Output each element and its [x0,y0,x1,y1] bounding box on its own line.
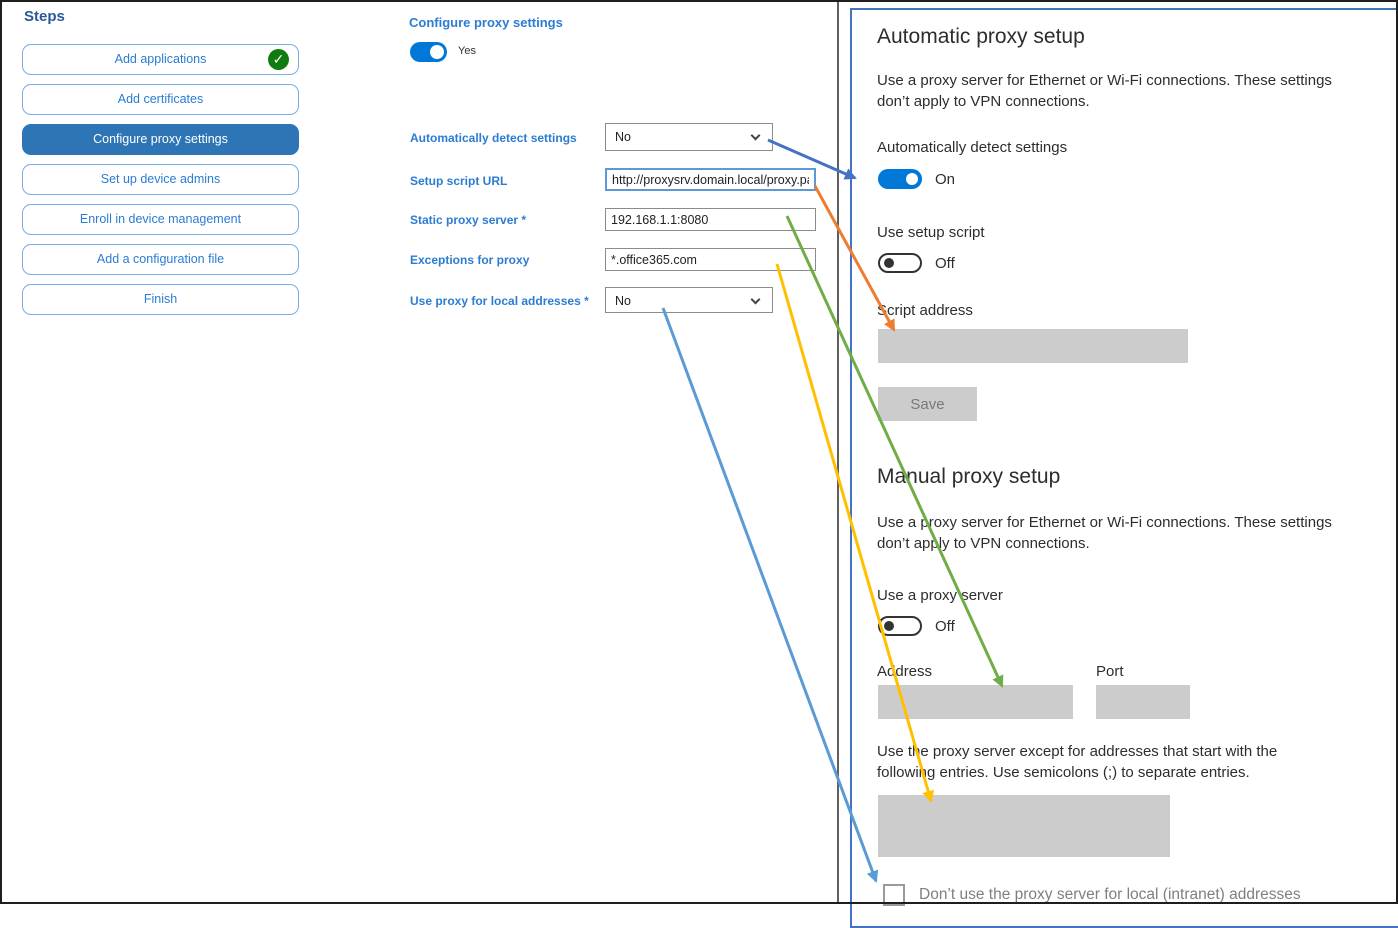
step-label: Add a configuration file [96,252,225,266]
setup-script-url-input[interactable] [605,168,816,191]
step-label: Add certificates [117,92,204,106]
field-label-setup-script-url: Setup script URL [410,174,508,188]
pane-divider [837,0,839,904]
toggle-knob [906,173,918,185]
chevron-down-icon [750,294,761,305]
steps-title: Steps [24,8,65,25]
toggle-knob [884,258,894,268]
step-button-set-up-device-admins[interactable]: Set up device admins [22,164,299,195]
auto-detect-settings-toggle[interactable] [878,169,922,189]
proxy-exceptions-textarea[interactable] [878,795,1170,857]
address-label: Address [877,663,933,680]
step-button-enroll-in-device-management[interactable]: Enroll in device management [22,204,299,235]
toggle-knob [430,45,444,59]
completed-check-icon: ✓ [268,49,289,70]
automatic-proxy-heading: Automatic proxy setup [877,25,1085,48]
field-label-static-proxy-server: Static proxy server * [410,213,527,227]
port-label: Port [1096,663,1124,680]
chevron-down-icon [750,130,761,141]
field-label-auto-detect: Automatically detect settings [410,131,577,145]
step-button-add-applications[interactable]: Add applications ✓ [22,44,299,75]
step-button-configure-proxy-settings[interactable]: Configure proxy settings [22,124,299,155]
static-proxy-server-input[interactable] [605,208,816,231]
manual-proxy-heading: Manual proxy setup [877,465,1061,488]
script-address-label: Script address [877,302,973,319]
step-label: Enroll in device management [79,212,242,226]
auto-detect-dropdown[interactable]: No [605,123,773,151]
step-label: Finish [143,292,178,306]
use-setup-script-toggle[interactable] [878,253,922,273]
use-proxy-server-label: Use a proxy server [877,587,1003,604]
form-title: Configure proxy settings [409,15,563,30]
use-setup-script-toggle-state: Off [935,255,955,272]
configure-proxy-toggle[interactable] [410,42,447,62]
port-input[interactable] [1096,685,1190,719]
arrow-local-addresses-mapping [661,307,879,883]
use-proxy-local-dropdown[interactable]: No [605,287,773,313]
local-intranet-checkbox-label: Don’t use the proxy server for local (in… [919,886,1301,903]
proxy-exceptions-instructions: Use the proxy server except for addresse… [877,743,1278,782]
local-intranet-checkbox[interactable] [883,884,905,906]
field-label-use-proxy-local: Use proxy for local addresses * [410,294,589,308]
field-label-exceptions-for-proxy: Exceptions for proxy [410,253,530,267]
use-setup-script-label: Use setup script [877,224,985,241]
dropdown-value: No [615,294,631,308]
auto-detect-toggle-state: On [935,171,956,188]
use-proxy-server-toggle-state: Off [935,618,955,635]
configure-proxy-toggle-state: Yes [458,45,476,57]
step-button-add-a-configuration-file[interactable]: Add a configuration file [22,244,299,275]
address-input[interactable] [878,685,1073,719]
script-address-input[interactable] [878,329,1188,363]
step-label: Set up device admins [100,172,221,186]
dropdown-value: No [615,130,631,144]
exceptions-for-proxy-input[interactable] [605,248,816,271]
step-button-finish[interactable]: Finish [22,284,299,315]
step-label: Configure proxy settings [93,132,228,146]
use-proxy-server-toggle[interactable] [878,616,922,636]
auto-detect-settings-label: Automatically detect settings [877,139,1068,156]
automatic-proxy-description: Use a proxy server for Ethernet or Wi-Fi… [877,72,1332,111]
step-button-add-certificates[interactable]: Add certificates [22,84,299,115]
step-label: Add applications [114,52,207,66]
toggle-knob [884,621,894,631]
save-button[interactable]: Save [878,387,977,421]
manual-proxy-description: Use a proxy server for Ethernet or Wi-Fi… [877,514,1332,553]
